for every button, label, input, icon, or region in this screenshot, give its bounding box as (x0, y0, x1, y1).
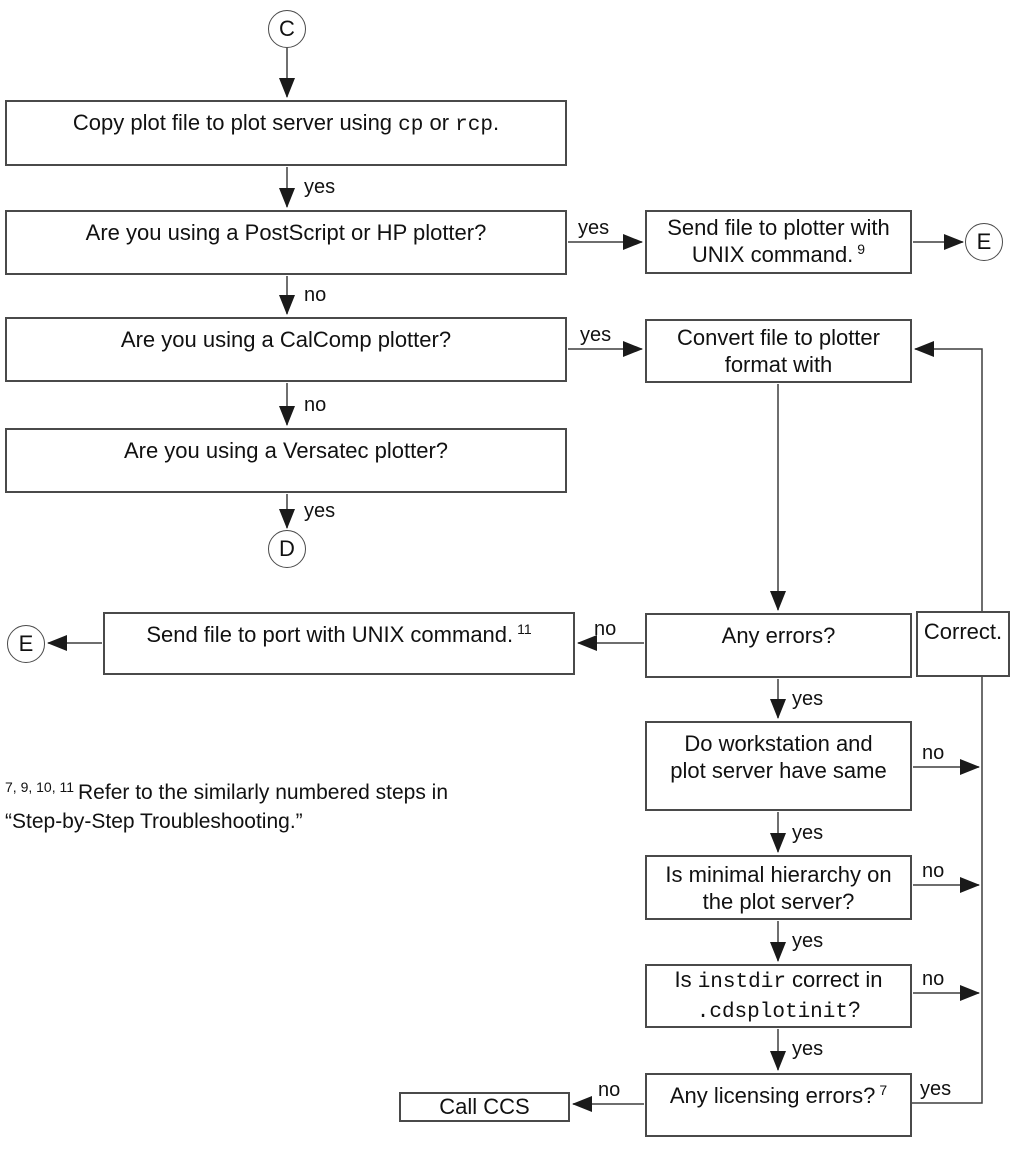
node-any-errors-text: Any errors? (721, 623, 836, 648)
circle-c-label: C (279, 16, 295, 41)
connector-circle-e-left: E (7, 625, 45, 663)
node-convert-file-line2: format with (724, 352, 833, 377)
node-send-file-to-port-text: Send file to port with UNIX command.11 (146, 621, 532, 647)
node-convert-file-line1: Convert file to plotter (677, 325, 880, 350)
node-send-file-to-plotter-line2: UNIX command.9 (691, 240, 866, 267)
circle-e-left-label: E (18, 631, 34, 656)
edge-label-hierarchy-yes: yes (792, 930, 824, 952)
code-instdir: instdir (697, 971, 786, 994)
edge-label-postscript-no: no (304, 284, 327, 306)
node-postscript-question: Are you using a PostScript or HP plotter… (5, 210, 567, 275)
edge-label-versatec-yes: yes (304, 500, 336, 522)
connector-circle-e-top: E (965, 223, 1003, 261)
node-instdir-correct-line2: .cdsplotinit? (696, 997, 861, 1024)
node-instdir-correct-line1: Is instdir correct in (674, 967, 883, 994)
node-correct-text: Correct. (923, 619, 1003, 644)
node-send-file-to-plotter-line1: Send file to plotter with (667, 214, 890, 240)
node-calcomp-question-text: Are you using a CalComp plotter? (120, 327, 452, 352)
node-minimal-hierarchy-line1: Is minimal hierarchy on (665, 861, 892, 887)
node-licensing-errors-text: Any licensing errors?7 (669, 1082, 888, 1108)
edge-label-calcomp-no: no (304, 394, 327, 416)
edge-label-calcomp-yes: yes (580, 324, 612, 346)
edge-label-workstation-no: no (922, 742, 945, 764)
edge-label-any-errors-no: no (594, 618, 617, 640)
node-call-ccs-text: Call CCS (439, 1094, 530, 1119)
edge-label-copy-yes: yes (304, 176, 336, 198)
node-minimal-hierarchy-line2: the plot server? (702, 888, 855, 914)
connector-circle-c: C (268, 10, 306, 48)
edge-label-licensing-no: no (598, 1079, 621, 1101)
circle-d-label: D (279, 536, 295, 561)
node-copy-plot-file: Copy plot file to plot server using cp o… (5, 100, 567, 166)
node-minimal-hierarchy: Is minimal hierarchy on the plot server? (645, 855, 912, 920)
connector-circle-d: D (268, 530, 306, 568)
edge-label-licensing-yes: yes (920, 1078, 952, 1100)
node-send-file-to-plotter: Send file to plotter with UNIX command.9 (645, 210, 912, 274)
node-workstation-same-line1: Do workstation and (684, 731, 873, 756)
node-instdir-correct: Is instdir correct in .cdsplotinit? (645, 964, 912, 1028)
node-call-ccs: Call CCS (399, 1092, 570, 1122)
footnote-refs: 7, 9, 10, 11 (5, 779, 75, 795)
edge-label-any-errors-yes: yes (792, 688, 824, 710)
edge-label-instdir-yes: yes (792, 1038, 824, 1060)
node-convert-file: Convert file to plotter format with (645, 319, 912, 383)
node-copy-plot-file-text: Copy plot file to plot server using cp o… (72, 110, 500, 137)
node-send-file-to-port: Send file to port with UNIX command.11 (103, 612, 575, 675)
edge-label-postscript-yes: yes (578, 217, 610, 239)
node-any-errors: Any errors? (645, 613, 912, 678)
circle-e-top-label: E (976, 229, 992, 254)
node-licensing-errors: Any licensing errors?7 (645, 1073, 912, 1137)
node-postscript-question-text: Are you using a PostScript or HP plotter… (85, 220, 487, 245)
footnote-ref-7: 7 (879, 1082, 888, 1098)
edge-label-hierarchy-no: no (922, 860, 945, 882)
node-versatec-question-text: Are you using a Versatec plotter? (123, 438, 449, 463)
footnote-ref-11: 11 (517, 621, 532, 637)
node-workstation-same-line2: plot server have same (670, 758, 887, 783)
node-workstation-same: Do workstation and plot server have same (645, 721, 912, 811)
node-versatec-question: Are you using a Versatec plotter? (5, 428, 567, 493)
node-correct: Correct. (916, 611, 1010, 677)
edge-feedback-to-convert (912, 341, 983, 1104)
code-cp: cp (398, 114, 424, 137)
footnote-ref-9: 9 (857, 240, 866, 257)
code-cdsplotinit: .cdsplotinit (696, 1001, 848, 1024)
edge-label-workstation-yes: yes (792, 822, 824, 844)
edge-label-instdir-no: no (922, 968, 945, 990)
footnote-line2: “Step-by-Step Troubleshooting.” (5, 810, 303, 833)
code-rcp: rcp (455, 114, 493, 137)
node-calcomp-question: Are you using a CalComp plotter? (5, 317, 567, 382)
